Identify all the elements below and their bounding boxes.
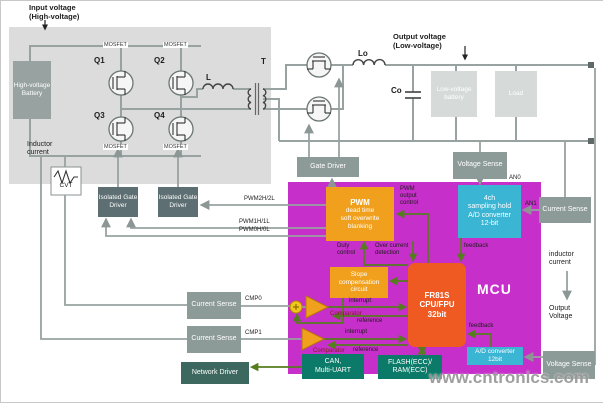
current-sense-b-block: Current Sense [187, 326, 241, 353]
q2-label: Q2 [154, 56, 165, 65]
lv-battery-block: Low-voltage battery [431, 71, 477, 117]
adc-4ch-block: 4ch sampling hold A/D converter 12-bit [458, 185, 521, 238]
sync-rectifier-top-symbol [306, 52, 332, 78]
load-block: Load [495, 71, 537, 117]
can-uart-block: CAN, Multi-UART [302, 354, 364, 379]
output-voltage-label: Output voltage (Low-voltage) [393, 32, 446, 50]
transformer-label: T [261, 57, 266, 66]
comparator2-symbol [301, 327, 326, 351]
isolated-gate-driver-1-block: Isolated Gate Driver [98, 187, 138, 217]
inductor-l-label: L [206, 73, 211, 82]
q4-mosfet-symbol [168, 116, 194, 142]
transformer-core [254, 83, 260, 115]
network-driver-block: Network Driver [181, 362, 249, 384]
q2-mosfet-symbol [168, 70, 194, 96]
cap-co-label: Co [391, 86, 402, 95]
pwm-output-control-label: PWM output control [400, 186, 419, 206]
interrupt2-label: interrupt [345, 329, 368, 335]
inductor-current-right-label: inductor current [549, 251, 574, 267]
an0-label: AN0 [509, 175, 521, 181]
output-capacitor-symbol [405, 91, 421, 99]
pwm-block: PWM dead time soft overwrite blanking [326, 187, 394, 241]
q1-mosfet-symbol [108, 70, 134, 96]
mosfet-label-q4: MOSFET [163, 144, 188, 151]
adc-block: A/D converter 12bit [467, 347, 523, 365]
voltage-sense-bottom-block: Voltage Sense [543, 351, 595, 379]
duty-control-label: Duty control [337, 243, 356, 256]
an1-label: AN1 [525, 201, 537, 207]
mosfet-label-q3: MOSFET [103, 144, 128, 151]
current-sense-a-block: Current Sense [187, 292, 241, 319]
cmp1-label: CMP1 [245, 330, 262, 336]
pwm1-signal-label: PWM1H/1L [239, 219, 270, 225]
comparator1-label: Comparator [330, 311, 362, 317]
voltage-sense-top-block: Voltage Sense [453, 152, 507, 179]
flash-ram-block: FLASH(ECC)/ RAM(ECC) [378, 355, 442, 379]
comparator2-label: Comparator [313, 348, 345, 354]
cmp0-label: CMP0 [245, 296, 262, 302]
pwm0-signal-label: PWM0H/0L [239, 227, 270, 233]
sync-rectifier-bottom-symbol [306, 96, 332, 122]
gate-driver-block: Gate Driver [297, 157, 359, 177]
pwm2-signal-label: PWM2H/2L [244, 196, 275, 202]
mosfet-label-q2: MOSFET [163, 42, 188, 49]
q1-label: Q1 [94, 56, 105, 65]
output-voltage-right-label: Output Voltage [549, 305, 573, 321]
current-sense-right-block: Current Sense [539, 197, 591, 223]
slope-compensation-block: Slope compensation circuit [330, 267, 388, 298]
feedback2-label: feedback [469, 323, 494, 329]
watermark: www.cntronics.com [429, 368, 589, 387]
reference1-label: reference [357, 318, 383, 324]
q3-label: Q3 [94, 111, 105, 120]
primary-side-panel [9, 27, 271, 184]
hv-battery-block: High-voltage Battery [13, 61, 51, 119]
isolated-gate-driver-2-block: Isolated Gate Driver [158, 187, 198, 217]
q4-label: Q4 [154, 111, 165, 120]
cvt-label: CVT [59, 182, 73, 189]
inductor-current-label: Inductor current [27, 141, 53, 157]
mosfet-label-q1: MOSFET [103, 42, 128, 49]
input-voltage-label: Input voltage (High-voltage) [29, 3, 80, 21]
primary-inductor-symbol [202, 83, 234, 90]
mcu-label: MCU [477, 281, 512, 297]
reference2-label: reference [353, 347, 379, 353]
interrupt1-label: interrupt [349, 298, 372, 304]
feedback1-label: feedback [464, 243, 489, 249]
q3-mosfet-symbol [108, 116, 134, 142]
over-current-label: Over current detection [375, 243, 409, 256]
cpu-block: FR81S CPU/FPU 32bit [408, 263, 466, 347]
inductor-lo-label: Lo [358, 49, 368, 58]
output-inductor-symbol [352, 58, 386, 66]
comparator1-symbol [305, 295, 330, 319]
